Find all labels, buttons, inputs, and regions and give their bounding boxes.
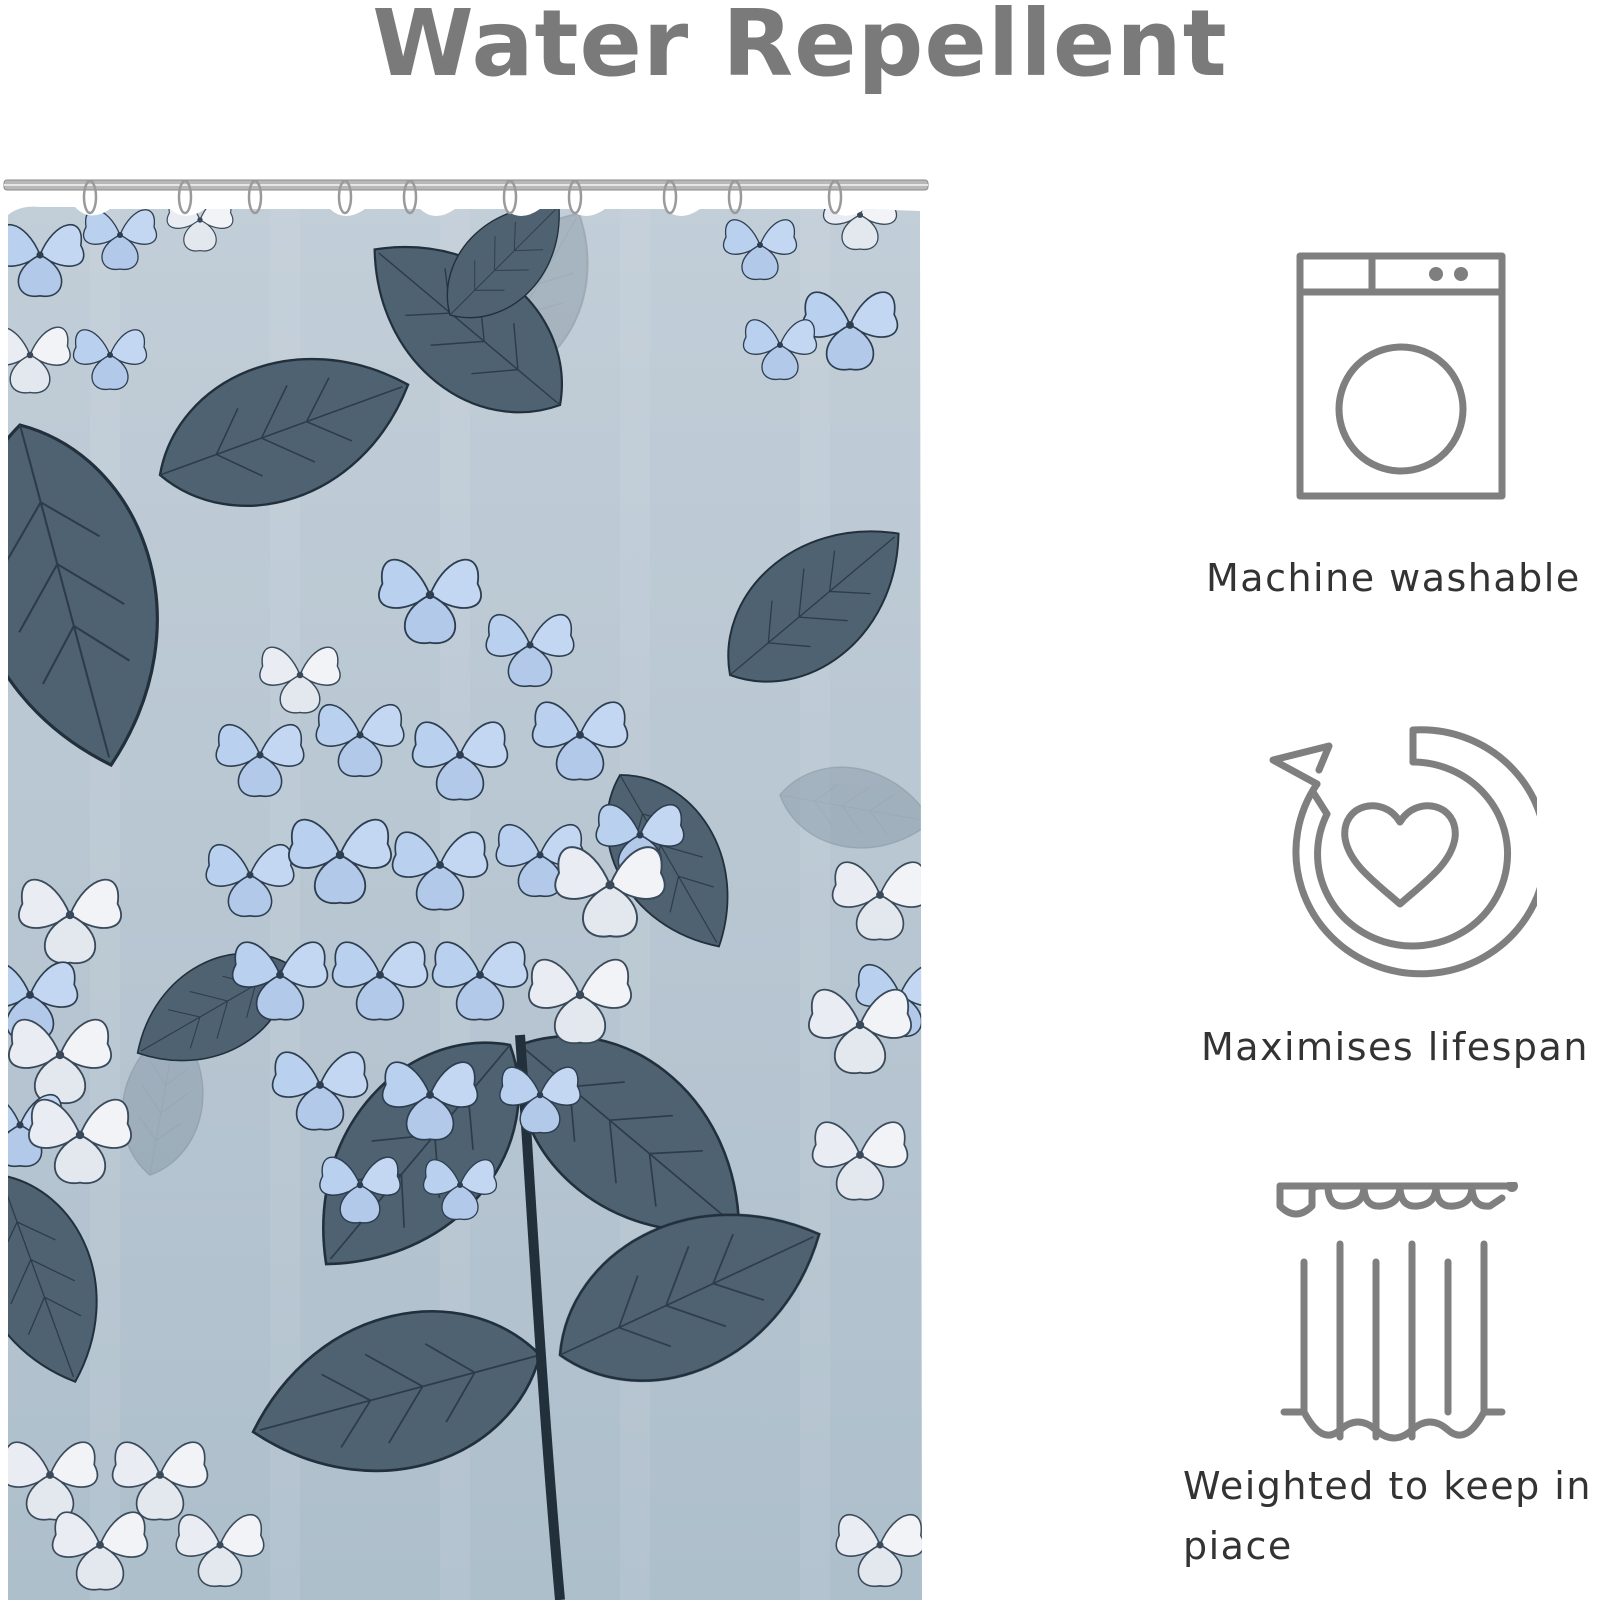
page-title: Water Repellent [372,0,1228,97]
feature-label-machine-washable: Machine washable [1206,556,1581,600]
shower-curtain-image [3,179,929,1600]
washing-machine-icon [1296,252,1506,500]
heart-cycle-icon [1269,726,1537,978]
feature-label-maximises-lifespan: Maximises lifespan [1201,1025,1589,1069]
weighted-curtain-icon [1276,1182,1518,1442]
feature-label-weighted: Weighted to keep in piace [1183,1464,1592,1568]
